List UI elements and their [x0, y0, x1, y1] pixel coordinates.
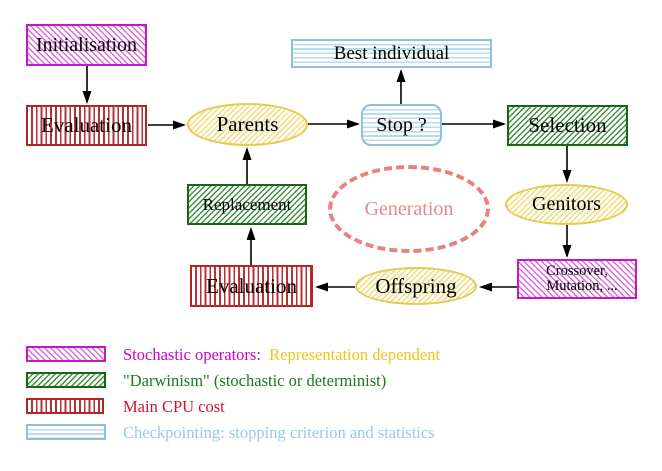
legend-text-cpu-cost: Main CPU cost [123, 397, 225, 416]
selection-node: Selection [507, 105, 628, 146]
offspring-node: Offspring [355, 267, 477, 305]
generation-ellipse: Generation [328, 165, 490, 253]
crossover-mutation-node: Crossover, Mutation, ... [517, 259, 637, 299]
stop-node: Stop ? [361, 104, 442, 146]
legend-swatch-darwinism [26, 372, 106, 388]
evaluation-bottom-node: Evaluation [190, 265, 313, 307]
legend-swatch-stochastic-operators [26, 346, 106, 362]
legend-swatch-cpu-cost [26, 398, 104, 414]
genitors-node: Genitors [505, 184, 628, 225]
legend-label-stochastic: Stochastic operators: [123, 345, 261, 364]
initialisation-node: Initialisation [26, 24, 147, 66]
crossover-line1: Crossover, [546, 262, 608, 279]
legend-label-representation: Representation dependent [269, 345, 441, 364]
parents-node: Parents [187, 103, 308, 146]
evaluation-top-node: Evaluation [26, 105, 147, 146]
legend-swatch-checkpointing [26, 424, 106, 440]
best-individual-node: Best individual [291, 39, 492, 68]
legend-text-checkpointing: Checkpointing: stopping criterion and st… [123, 423, 435, 442]
crossover-line2: Mutation, ... [546, 278, 618, 294]
legend-text-stochastic-operators: Stochastic operators: Representation dep… [123, 345, 440, 365]
legend-text-darwinism: "Darwinism" (stochastic or determinist) [123, 371, 387, 390]
replacement-node: Replacement [187, 184, 307, 225]
